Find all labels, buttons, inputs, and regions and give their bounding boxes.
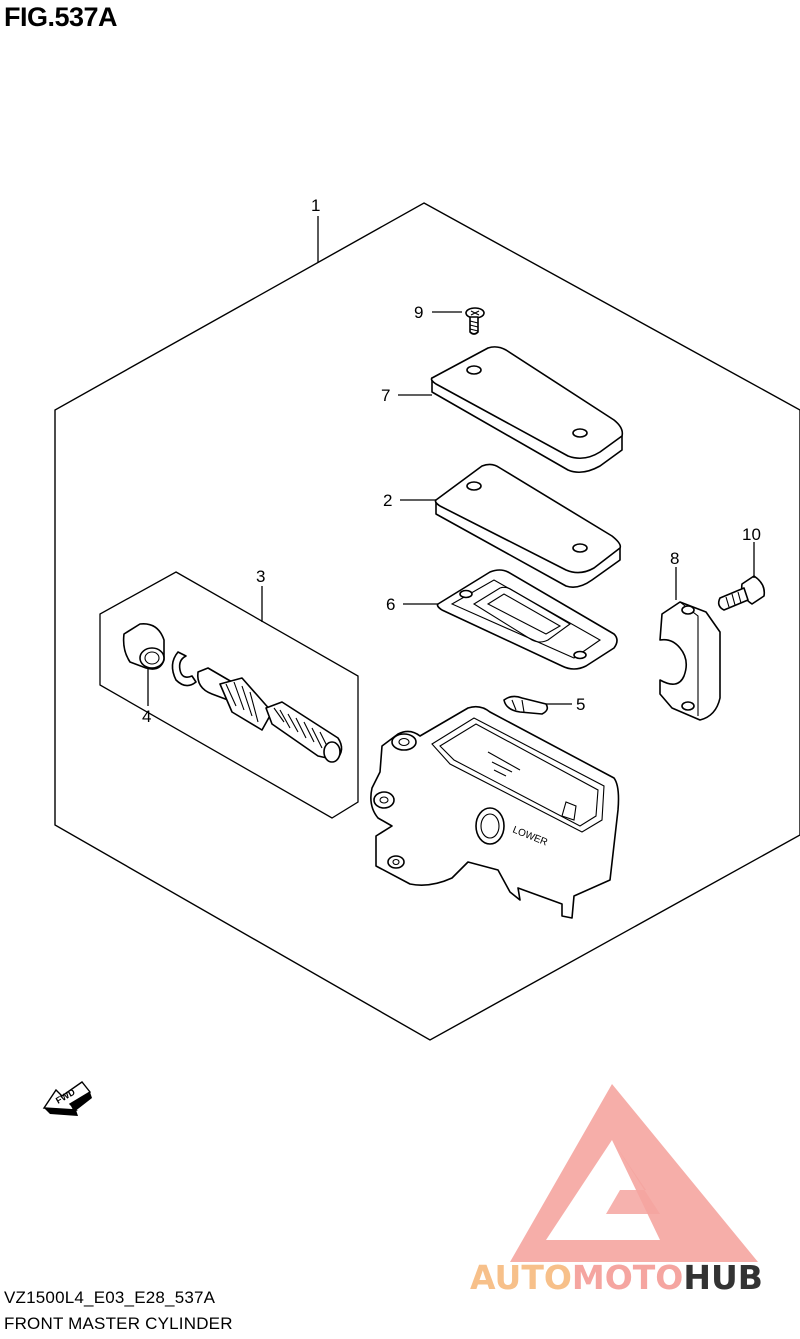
figure-title: FIG.537A	[4, 2, 118, 32]
part-piston-spring	[196, 667, 343, 763]
callout-4[interactable]: 4	[142, 707, 151, 726]
callout-5[interactable]: 5	[576, 695, 585, 714]
model-code: VZ1500L4_E03_E28_537A	[4, 1288, 216, 1307]
watermark-text: AUTOMOTOHUB	[470, 1258, 763, 1297]
watermark-moto: MOTO	[572, 1258, 683, 1297]
piston-kit-outline	[99, 571, 359, 819]
part-5-boot[interactable]	[503, 695, 549, 715]
watermark-logo: AUTOMOTOHUB	[470, 1084, 763, 1297]
part-4-piston-cup[interactable]	[122, 623, 165, 670]
callout-1[interactable]: 1	[311, 196, 320, 215]
callout-9[interactable]: 9	[414, 303, 423, 322]
callout-2[interactable]: 2	[383, 491, 392, 510]
part-8-clamp[interactable]	[659, 601, 721, 721]
part-6-diaphragm[interactable]	[436, 569, 618, 670]
callout-6[interactable]: 6	[386, 595, 395, 614]
callout-7[interactable]: 7	[381, 386, 390, 405]
part-9-screw[interactable]	[465, 307, 485, 335]
watermark-auto: AUTO	[470, 1258, 572, 1297]
part-circlip	[171, 651, 197, 687]
master-cylinder-body[interactable]: LOWER	[370, 705, 620, 919]
part-7-reservoir-cap[interactable]	[430, 346, 624, 474]
part-10-bolt[interactable]	[717, 575, 766, 611]
callout-8[interactable]: 8	[670, 549, 679, 568]
watermark-hub: HUB	[683, 1258, 763, 1297]
fwd-direction-arrow: FWD	[42, 1081, 92, 1116]
callout-3[interactable]: 3	[256, 567, 265, 586]
figure-caption: FRONT MASTER CYLINDER	[4, 1314, 233, 1333]
part-2-reservoir-plate[interactable]	[434, 463, 622, 588]
callout-10[interactable]: 10	[742, 525, 761, 544]
assembly-outline-hexagon	[54, 202, 800, 1041]
